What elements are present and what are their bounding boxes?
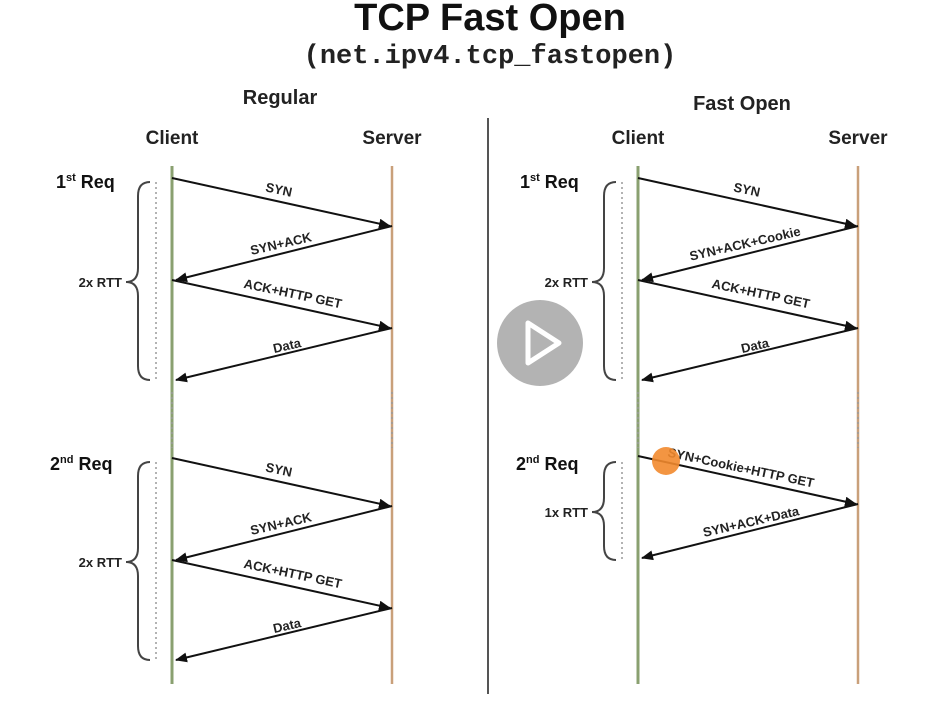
fast-msg-syn: SYN — [732, 179, 761, 199]
regular-req2-label: 2nd Req — [50, 454, 112, 474]
fast-msg-data: Data — [740, 335, 772, 356]
regular-arrow-synack-2 — [175, 505, 393, 563]
fast-arrow-ackget — [637, 279, 857, 331]
fast-arrow-synack-data — [641, 503, 859, 561]
regular-msg-data: Data — [272, 335, 304, 356]
regular-arrow-synack — [175, 225, 393, 283]
regular-brace-1 — [125, 181, 151, 381]
play-button-background[interactable] — [497, 300, 583, 386]
fast-brace-1 — [591, 181, 617, 381]
regular-arrow-data-2 — [175, 607, 393, 663]
page-title: TCP Fast Open — [354, 0, 626, 39]
fast-arrow-syn — [637, 177, 857, 229]
fast-req2-label: 2nd Req — [516, 454, 578, 474]
fast-brace-2 — [591, 461, 617, 561]
regular-heading: Regular — [243, 87, 318, 109]
regular-arrow-syn-2 — [171, 457, 391, 509]
regular-arrow-ackget-2 — [171, 559, 391, 611]
regular-rtt-2: 2x RTT — [79, 555, 122, 570]
fast-server-label: Server — [828, 128, 888, 149]
fast-open-heading: Fast Open — [693, 93, 791, 115]
regular-req1-label: 1st Req — [56, 172, 115, 192]
fast-msg-ackget: ACK+HTTP GET — [711, 276, 812, 311]
regular-panel: Regular Client Server 1st Req 2x RTT SYN… — [50, 87, 422, 684]
fast-open-panel: Fast Open Client Server 1st Req 2x RTT S… — [516, 93, 888, 684]
play-button[interactable] — [497, 300, 583, 386]
regular-msg-syn-2: SYN — [264, 459, 293, 479]
regular-rtt-1: 2x RTT — [79, 275, 122, 290]
fast-rtt-2: 1x RTT — [545, 505, 588, 520]
regular-client-label: Client — [146, 128, 199, 149]
fast-rtt-1: 2x RTT — [545, 275, 588, 290]
cursor-highlight-icon — [652, 447, 680, 475]
regular-arrow-syn — [171, 177, 391, 229]
regular-server-label: Server — [362, 128, 422, 149]
fast-arrow-synack-cookie — [641, 225, 859, 283]
regular-msg-syn: SYN — [264, 179, 293, 199]
regular-msg-data-2: Data — [272, 615, 304, 636]
regular-arrow-ackget — [171, 279, 391, 331]
fast-req1-label: 1st Req — [520, 172, 579, 192]
fast-arrow-data — [641, 327, 859, 383]
regular-arrow-data — [175, 327, 393, 383]
play-icon[interactable] — [525, 320, 562, 366]
fast-client-label: Client — [612, 128, 665, 149]
regular-brace-2 — [125, 461, 151, 661]
page-subtitle: (net.ipv4.tcp_fastopen) — [304, 42, 677, 72]
